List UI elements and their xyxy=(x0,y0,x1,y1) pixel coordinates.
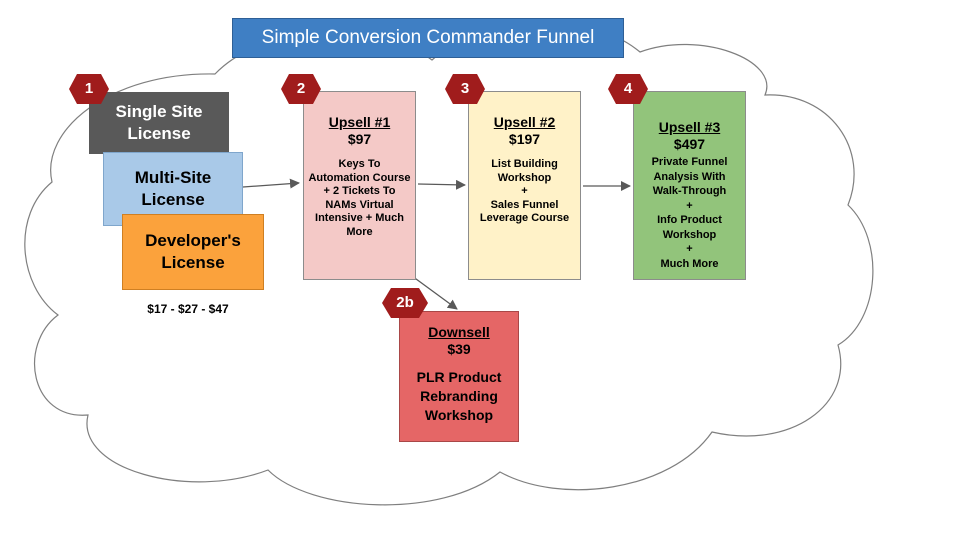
developers-license-box: Developer's License xyxy=(122,214,264,290)
upsell2-desc-line: + xyxy=(521,185,528,197)
upsell3-price: $497 xyxy=(673,136,706,152)
upsell3-desc-line: Analysis With xyxy=(653,170,726,183)
downsell-heading: Downsell xyxy=(428,324,490,340)
single-site-license-label: Single Site License xyxy=(115,102,203,143)
step-badge-4-label: 4 xyxy=(623,80,633,97)
step-badge-3-label: 3 xyxy=(460,80,470,97)
upsell2-desc-line: Workshop xyxy=(497,171,552,184)
downsell-description: PLR Product Rebranding Workshop xyxy=(416,369,502,423)
upsell2-price: $197 xyxy=(508,131,541,147)
upsell3-heading: Upsell #3 xyxy=(658,119,721,135)
upsell3-description: Private Funnel Analysis With Walk-Throug… xyxy=(634,155,745,271)
upsell3-desc-line: Private Funnel xyxy=(651,156,728,168)
step-badge-2b: 2b xyxy=(382,288,428,318)
arrow-license-to-upsell1 xyxy=(242,178,300,189)
upsell2-heading: Upsell #2 xyxy=(493,114,556,130)
upsell2-desc-line: Sales Funnel xyxy=(490,198,559,211)
downsell-box: Downsell $39 PLR Product Rebranding Work… xyxy=(399,311,519,442)
upsell3-desc-line: Much More xyxy=(660,257,719,270)
step-badge-2b-label: 2b xyxy=(396,294,414,311)
upsell3-box: Upsell #3 $497 Private Funnel Analysis W… xyxy=(633,91,746,280)
arrow-upsell1-to-downsell xyxy=(411,275,458,310)
upsell3-desc-line: + xyxy=(686,243,693,255)
downsell-price: $39 xyxy=(447,341,471,357)
funnel-title: Simple Conversion Commander Funnel xyxy=(232,18,624,58)
step-badge-1-label: 1 xyxy=(84,80,94,97)
upsell1-heading: Upsell #1 xyxy=(328,114,391,130)
upsell2-desc-line: Leverage Course xyxy=(479,212,570,224)
developers-license-label: Developer's License xyxy=(145,231,241,272)
upsell1-description: Keys To Automation Course + 2 Tickets To… xyxy=(308,158,411,238)
step-badge-3: 3 xyxy=(445,74,485,104)
upsell3-desc-line: Info Product xyxy=(657,214,722,226)
upsell2-box: Upsell #2 $197 List Building Workshop + … xyxy=(468,91,581,280)
single-site-license-box: Single Site License xyxy=(89,92,229,154)
upsell1-box: Upsell #1 $97 Keys To Automation Course … xyxy=(303,91,416,280)
upsell2-description: List Building Workshop + Sales Funnel Le… xyxy=(469,158,580,226)
upsell3-desc-line: + xyxy=(686,199,693,212)
upsell3-desc-line: Walk-Through xyxy=(652,185,727,197)
step-badge-1: 1 xyxy=(69,74,109,104)
step-badge-2-label: 2 xyxy=(296,80,306,97)
step-badge-2: 2 xyxy=(281,74,321,104)
upsell3-desc-line: Workshop xyxy=(662,228,717,241)
step-badge-4: 4 xyxy=(608,74,648,104)
upsell2-desc-line: List Building xyxy=(491,158,558,170)
license-prices: $17 - $27 - $47 xyxy=(147,302,229,316)
multi-site-license-label: Multi-Site License xyxy=(134,168,212,209)
multi-site-license-box: Multi-Site License xyxy=(103,152,243,226)
arrow-upsell1-to-upsell2 xyxy=(417,179,466,190)
upsell1-price: $97 xyxy=(347,131,372,147)
